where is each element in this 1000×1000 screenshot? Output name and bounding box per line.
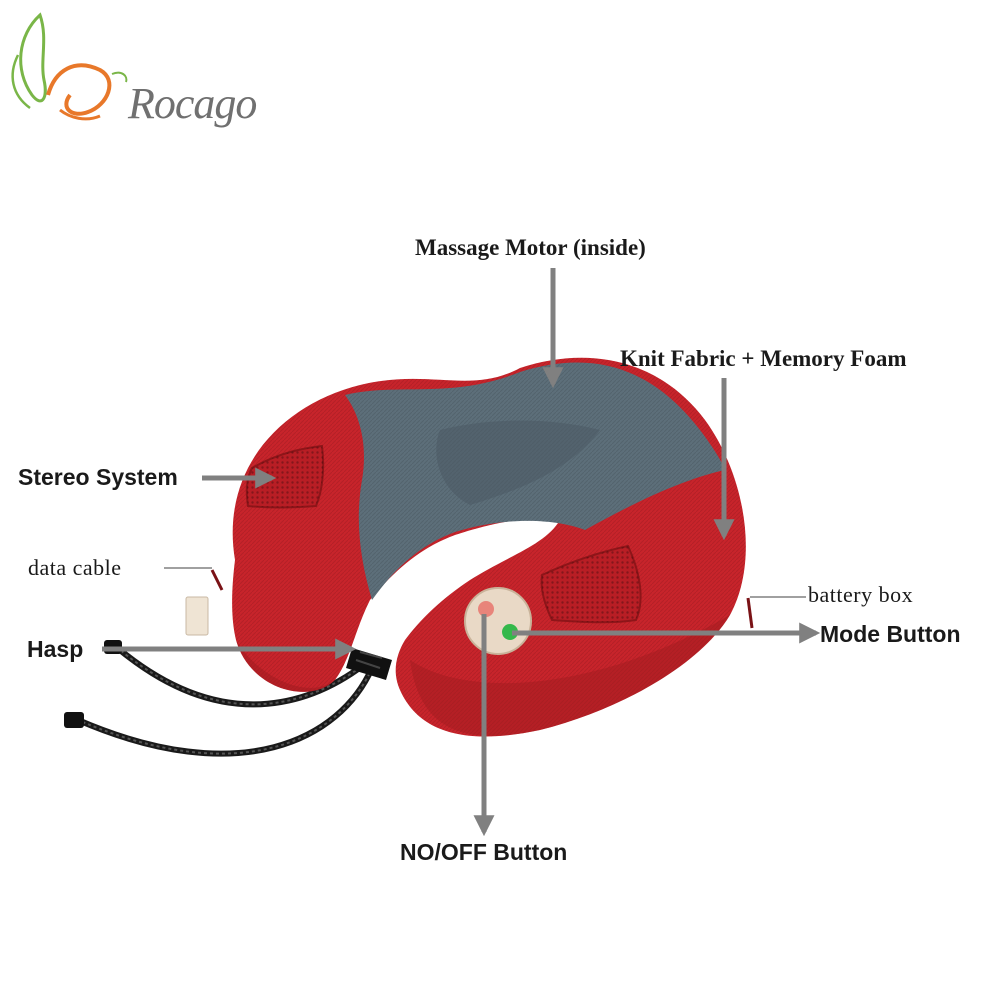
label-data-cable: data cable [28,555,122,580]
hasp-clip [346,648,392,680]
label-knit-fabric: Knit Fabric + Memory Foam [620,346,907,371]
label-on-off-button: NO/OFF Button [400,839,568,865]
on-off-button-icon [478,601,494,617]
hasp-cord [64,640,375,757]
label-hasp: Hasp [27,636,84,662]
mode-button-icon [502,624,518,640]
rocago-logo-icon [11,12,128,121]
label-mode-button: Mode Button [820,621,961,647]
label-battery-box: battery box [808,582,914,607]
control-panel [464,587,532,655]
label-stereo-system: Stereo System [18,464,178,490]
neck-pillow [185,357,754,737]
brand-name: Rocago [128,79,257,128]
label-massage-motor: Massage Motor (inside) [415,235,646,260]
callout-lines [102,268,821,837]
